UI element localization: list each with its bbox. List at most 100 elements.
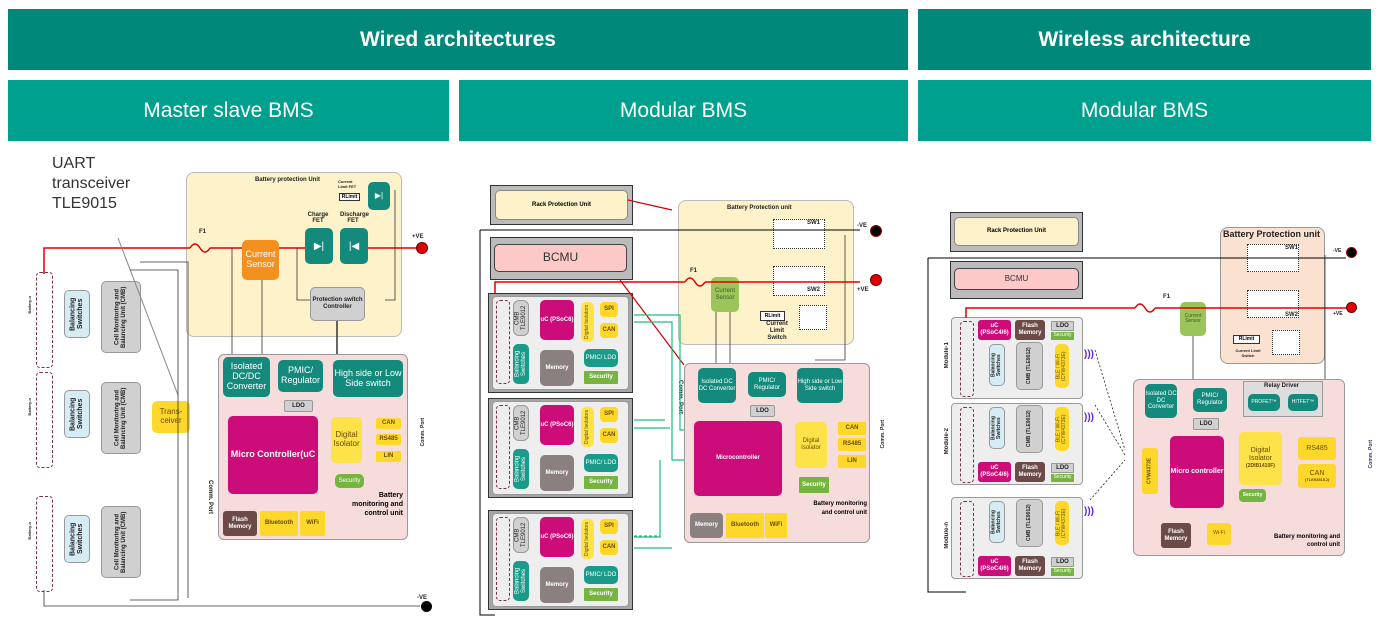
header-master-slave: Master slave BMS [8, 80, 449, 141]
security-3: Security [1239, 489, 1266, 502]
comm-port-label-left: Comm. Port [207, 480, 213, 515]
header-col3-label: Modular BMS [1080, 98, 1209, 122]
relay-driver-label: Relay Driver [1264, 383, 1300, 389]
neg-terminal-3[interactable] [1346, 247, 1357, 258]
header-wired: Wired architectures [8, 9, 908, 70]
sw2-label-3: SW2 [1285, 312, 1299, 318]
isolated-dcdc: Isolated DC/DC Converter [223, 357, 270, 397]
wireless-cmb: CMB (TLE9012) [1016, 499, 1043, 547]
module-uc: uC (PSoC6) [540, 405, 574, 445]
wireless-module-label: Module-n [944, 522, 950, 549]
callout-line-3: TLE9015 [52, 195, 117, 212]
pos-terminal-label: +VE [412, 234, 424, 240]
current-limit-switch-box-3 [1272, 330, 1300, 355]
neg-terminal[interactable] [421, 601, 432, 612]
sw2-label: SW2 [807, 287, 821, 293]
rs485-port: RS485 [376, 434, 401, 445]
module-pmic: PMIC/ LDO [584, 454, 618, 472]
digital-isolator-3-part: (2DIB1410F) [1246, 463, 1275, 470]
header-wired-label: Wired architectures [360, 27, 556, 51]
bluetooth: Bluetooth [260, 511, 298, 536]
current-limit-switch-box [799, 305, 827, 330]
lin-port-2: LIN [838, 455, 866, 468]
module-digital-isolators: Digital Isolators [581, 519, 594, 559]
neg-terminal-label: -VE [417, 595, 428, 601]
wireless-security: Security [1051, 474, 1074, 482]
digital-isolator-3: Digital Isolator (2DIB1410F) [1239, 432, 1282, 485]
module-cmb: CMB TLE9012 [513, 300, 529, 336]
wireless-ldo: LDO [1051, 463, 1074, 473]
protection-switch-controller: Protection switch Controller [310, 287, 365, 321]
transceiver: Trans-ceiver [152, 401, 190, 433]
bmcu2-title: Battery monitoring and control unit [813, 501, 867, 516]
ldo-3: LDO [1193, 418, 1219, 430]
module-digital-isolators: Digital Isolators [581, 302, 594, 342]
uart-callout: UART transceiver TLE9015 [52, 154, 130, 214]
pos-terminal[interactable] [416, 242, 428, 254]
wireless-cell-stack [960, 501, 974, 577]
high-low-side-switch: High side or Low Side switch [333, 360, 403, 397]
rs485-port-3: RS485 [1298, 437, 1336, 460]
can-port: CAN [376, 418, 401, 429]
fet-icon: ▶| [374, 190, 384, 200]
module-pmic: PMIC/ LDO [584, 566, 618, 584]
module-can: CAN [600, 540, 618, 555]
bcmu: BCMU [494, 244, 627, 272]
header-wireless: Wireless architecture [918, 9, 1371, 70]
module-cell-stack [496, 517, 510, 601]
wireless-cmb: CMB (TLE9012) [1016, 405, 1043, 453]
wireless-balancing: Balancing Switches [989, 501, 1005, 543]
can-port-2: CAN [838, 422, 866, 435]
cmb-3: Cell Monitoring and Balancing Unit (CMB) [101, 506, 141, 578]
wireless-ldo: LDO [1051, 557, 1074, 567]
module-can: CAN [600, 428, 618, 443]
header-col2-label: Modular BMS [619, 98, 748, 122]
comm-bus-2 [634, 314, 684, 549]
fuse-label: F1 [199, 229, 207, 235]
pmic-regulator: PMIC/ Regulator [278, 360, 323, 392]
fuse3-label: F1 [1163, 294, 1171, 300]
module-cmb: CMB TLE9012 [513, 517, 529, 553]
rlimit-resistor: RLimit [339, 193, 360, 201]
microcontroller: Micro Controller(uC [228, 416, 318, 494]
rack-protection-unit-3: Rack Protection Unit [954, 217, 1079, 246]
ldo-2: LDO [750, 405, 775, 417]
wireless-cmb: CMB (TLE9012) [1016, 342, 1043, 390]
current-sensor-3: Current Sensor [1180, 302, 1206, 336]
bpu3-title: Battery Protection unit [1223, 229, 1321, 239]
wireless-uc: uC (PSoC4/6) [978, 462, 1011, 482]
module-spi: SPI [600, 519, 618, 534]
module-security: Security [584, 588, 618, 601]
module-memory: Memory [540, 567, 574, 603]
current-sensor-2: Current Sensor [711, 277, 739, 312]
module-can: CAN [600, 323, 618, 338]
fet-icon: ▶| [313, 240, 325, 252]
lin-port: LIN [376, 451, 401, 462]
module-cell-stack [496, 300, 510, 384]
module-memory: Memory [540, 455, 574, 491]
wireless-flash: Flash Memory [1015, 556, 1045, 576]
battery-label-2: Battery-n [27, 398, 32, 416]
rlimit-resistor-2: RLimit [760, 311, 785, 321]
antenna-icon: ))) [1084, 349, 1094, 360]
module-security: Security [584, 476, 618, 489]
current-limit-fet: ▶| [368, 182, 390, 210]
bpu2-title: Battery Protection unit [727, 205, 792, 211]
header-modular-wireless: Modular BMS [918, 80, 1371, 141]
antenna-icon: ))) [1084, 412, 1094, 423]
isolated-dcdc-2: Isolated DC DC Converter [698, 368, 736, 403]
pos-terminal-3[interactable] [1346, 302, 1357, 313]
comm-port-label-right-3: Comm. Port [1368, 440, 1374, 469]
wireless-ldo: LDO [1051, 321, 1074, 331]
digital-isolator: Digital Isolator [331, 417, 362, 463]
balancing-switches-1: Balancing Switches [64, 290, 90, 338]
bmcu3-title: Battery monitoring and control unit [1273, 534, 1340, 548]
pmic-regulator-2: PMIC/ Regulator [748, 372, 786, 397]
module-balancing: Balancing Switches [513, 561, 529, 601]
module-security: Security [584, 371, 618, 384]
ldo: LDO [284, 400, 313, 412]
antenna-icon: ))) [1084, 506, 1094, 517]
security-2: Security [799, 477, 829, 493]
pos-terminal-2[interactable] [870, 274, 882, 286]
neg-terminal-2[interactable] [870, 225, 882, 237]
